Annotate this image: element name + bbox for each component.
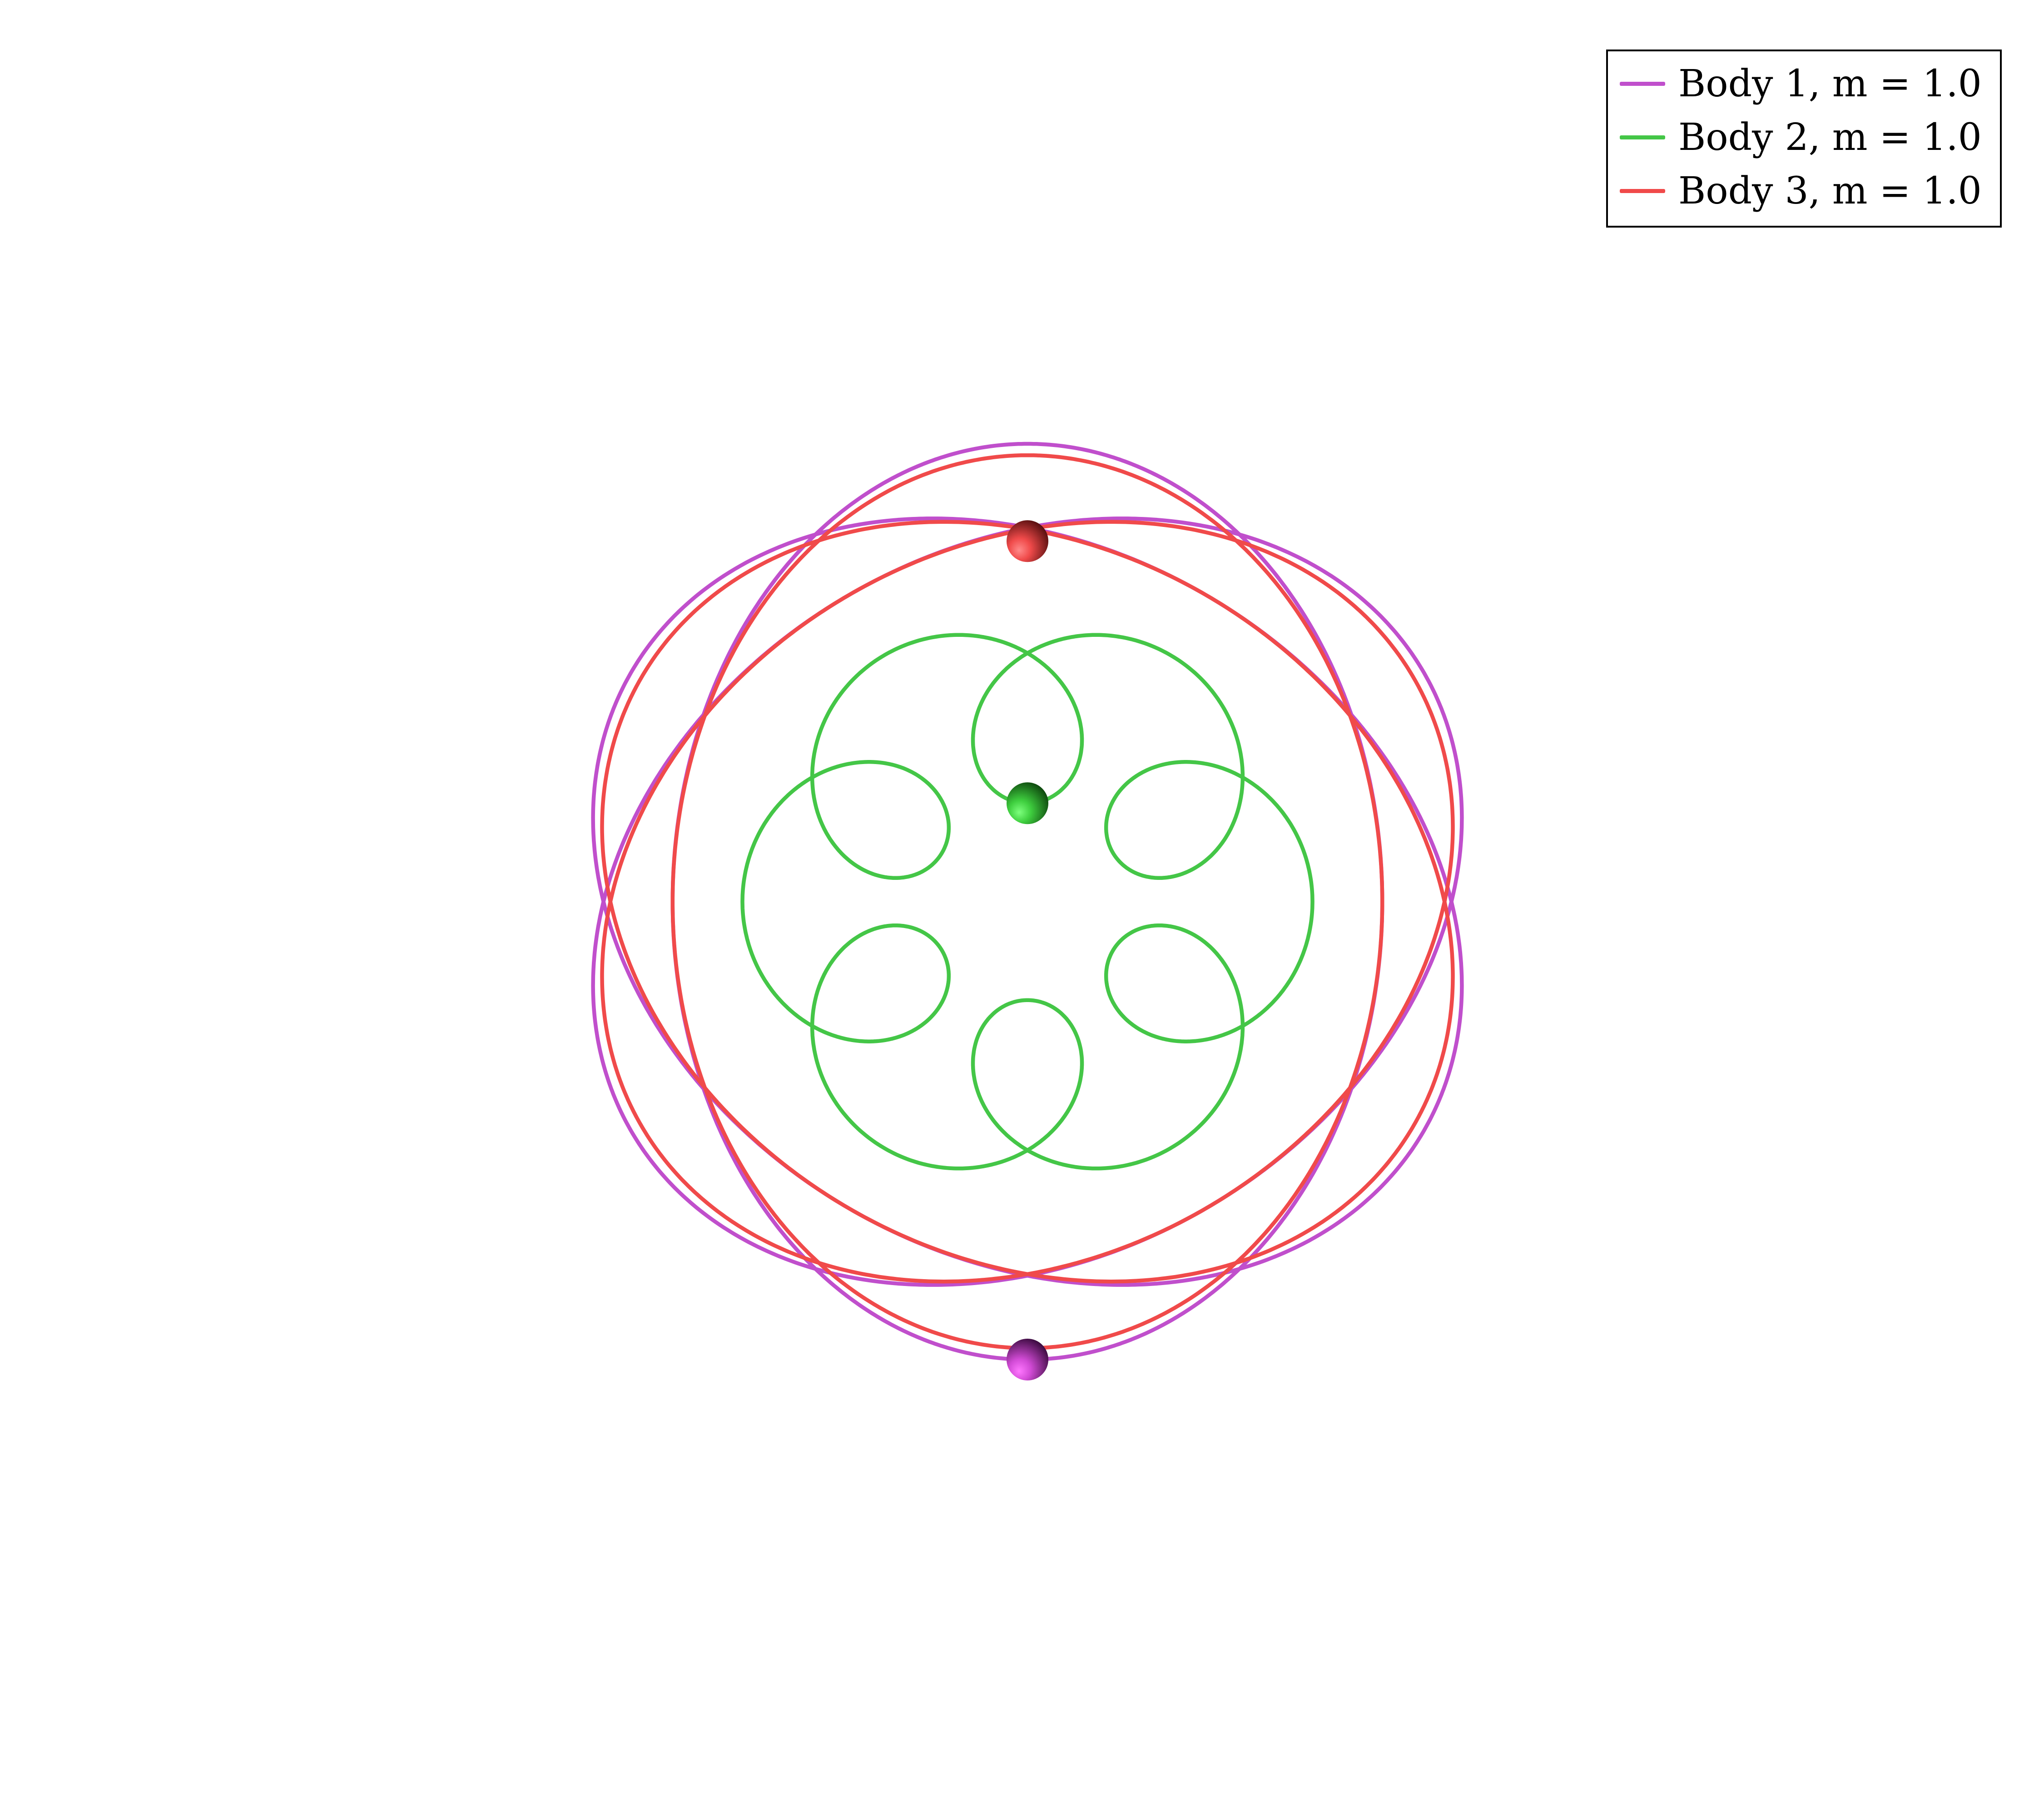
legend-label-body-3: Body 3, m = 1.0: [1678, 169, 1982, 213]
orbit-body-1-lobe-2: [591, 516, 1464, 1287]
body-2-marker: [1007, 782, 1048, 824]
legend-label-body-1: Body 1, m = 1.0: [1678, 62, 1982, 105]
orbit-body-1-lobe-3: [591, 516, 1464, 1287]
legend-swatch-body-3: [1620, 189, 1665, 193]
legend-entry-body-1: Body 1, m = 1.0: [1608, 57, 2000, 111]
orbit-body-2: [740, 633, 1315, 1171]
body-1-marker: [1007, 1339, 1048, 1380]
orbit-body-3-lobe-1: [670, 453, 1384, 1350]
legend-swatch-body-1: [1620, 82, 1665, 86]
legend-entry-body-3: Body 3, m = 1.0: [1608, 164, 2000, 218]
legend: Body 1, m = 1.0 Body 2, m = 1.0 Body 3, …: [1606, 50, 2002, 228]
bodies-layer: [1007, 520, 1048, 1380]
legend-label-body-2: Body 2, m = 1.0: [1678, 116, 1982, 159]
legend-swatch-body-2: [1620, 135, 1665, 139]
legend-entry-body-2: Body 2, m = 1.0: [1608, 111, 2000, 164]
body-3-marker: [1007, 520, 1048, 562]
orbit-body-3-lobe-3: [600, 520, 1455, 1284]
orbit-body-3-lobe-2: [600, 520, 1455, 1284]
orbits-layer: [591, 442, 1464, 1362]
